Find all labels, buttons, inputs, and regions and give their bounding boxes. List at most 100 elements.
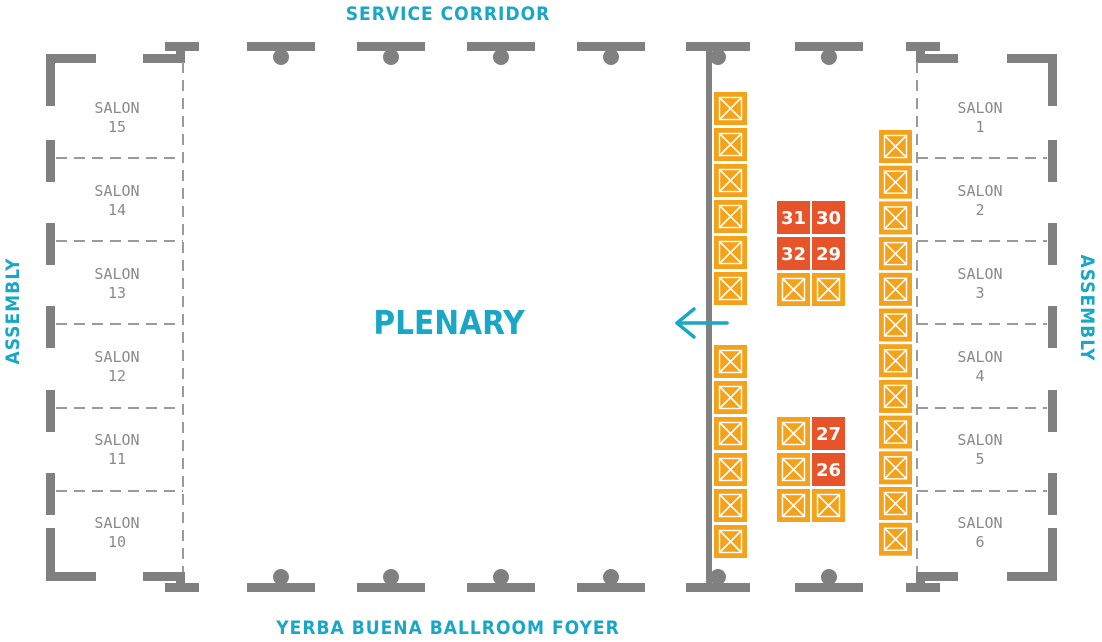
pillar	[603, 569, 619, 585]
booth-number: 30	[816, 208, 841, 229]
booth-27[interactable]: 27	[812, 417, 845, 450]
booth-x-icon[interactable]	[879, 344, 912, 378]
booth-x-icon[interactable]	[879, 165, 912, 199]
booth-x-icon[interactable]	[777, 453, 810, 486]
booth-x-icon[interactable]	[714, 345, 747, 378]
booth-number: 26	[816, 460, 841, 481]
wall-segment	[46, 54, 55, 106]
booth-x-icon[interactable]	[812, 489, 845, 522]
booth-32[interactable]: 32	[777, 237, 810, 270]
booth-x-icon[interactable]	[879, 201, 912, 235]
booth-x-icon[interactable]	[714, 92, 747, 125]
salon-name: SALON	[94, 431, 139, 449]
booth-x-icon[interactable]	[812, 273, 845, 306]
booth-x-icon[interactable]	[879, 522, 912, 556]
wall-segment	[1048, 390, 1057, 432]
salon-number: 11	[108, 450, 126, 468]
wall-segment	[916, 572, 958, 581]
pillar	[710, 569, 726, 585]
wall-segment	[795, 42, 863, 51]
wall-segment	[916, 42, 925, 62]
wall-segment	[577, 583, 645, 592]
wall-segment	[1007, 572, 1057, 581]
wall-segment	[467, 42, 535, 51]
booth-x-icon[interactable]	[879, 272, 912, 306]
assembly-left-label: ASSEMBLY	[2, 257, 24, 364]
wall-segment	[46, 306, 55, 348]
booth-x-icon[interactable]	[714, 128, 747, 161]
assembly-right-label: ASSEMBLY	[1076, 254, 1098, 361]
wall-segment	[1048, 54, 1057, 106]
booth-x-icon[interactable]	[879, 451, 912, 485]
salon-name: SALON	[957, 265, 1002, 283]
booth-x-icon[interactable]	[714, 272, 747, 305]
salon-name: SALON	[94, 265, 139, 283]
booth-x-icon[interactable]	[714, 381, 747, 414]
booth-x-icon[interactable]	[714, 417, 747, 450]
booth-x-icon[interactable]	[879, 379, 912, 413]
booth-x-icon[interactable]	[879, 415, 912, 449]
salon-number: 3	[975, 284, 984, 302]
booth-x-icon[interactable]	[714, 525, 747, 558]
booth-30[interactable]: 30	[812, 201, 845, 234]
wall-segment	[247, 583, 315, 592]
booth-31[interactable]: 31	[777, 201, 810, 234]
booth-number: 27	[816, 424, 841, 445]
wall-segment	[176, 572, 185, 592]
pillar	[273, 569, 289, 585]
salon-number: 5	[975, 450, 984, 468]
salon-number: 1	[975, 118, 984, 136]
pillar	[821, 49, 837, 65]
booth-x-icon[interactable]	[879, 487, 912, 520]
salon-name: SALON	[94, 182, 139, 200]
wall-segment	[1048, 306, 1057, 348]
pillar	[383, 569, 399, 585]
salon-number: 4	[975, 367, 984, 385]
booth-x-icon[interactable]	[777, 273, 810, 306]
booth-number: 29	[816, 244, 841, 265]
wall-segment	[46, 528, 55, 581]
booth-number: 32	[781, 244, 806, 265]
booth-x-icon[interactable]	[777, 417, 810, 450]
booth-x-icon[interactable]	[879, 130, 912, 163]
salon-number: 13	[108, 284, 126, 302]
wall-segment	[247, 42, 315, 51]
booth-29[interactable]: 29	[812, 237, 845, 270]
booth-x-icon[interactable]	[777, 489, 810, 522]
wall-segment	[143, 54, 185, 63]
pillar	[603, 49, 619, 65]
booth-x-icon[interactable]	[879, 237, 912, 271]
salon-name: SALON	[94, 514, 139, 532]
wall-segment	[1048, 528, 1057, 581]
wall-segment	[46, 223, 55, 265]
booth-x-icon[interactable]	[714, 489, 747, 522]
plenary-label: PLENARY	[373, 303, 525, 342]
salons-left: SALON15SALON14SALON13SALON12SALON11SALON…	[94, 99, 139, 551]
salon-number: 15	[108, 118, 126, 136]
wall-segment	[46, 140, 55, 182]
pillar	[493, 49, 509, 65]
salon-name: SALON	[94, 99, 139, 117]
booth-x-icon[interactable]	[714, 453, 747, 486]
wall-segment	[357, 42, 425, 51]
booth-26[interactable]: 26	[812, 453, 845, 486]
booth-number: 31	[781, 208, 806, 229]
booth-x-icon[interactable]	[714, 200, 747, 233]
salon-number: 2	[975, 201, 984, 219]
pillar	[493, 569, 509, 585]
wall-segment	[143, 572, 185, 581]
wall-segment	[46, 54, 96, 63]
booth-x-icon[interactable]	[879, 308, 912, 342]
booth-x-icon[interactable]	[714, 236, 747, 269]
booth-x-icon[interactable]	[714, 164, 747, 197]
wall-segment	[46, 473, 55, 515]
